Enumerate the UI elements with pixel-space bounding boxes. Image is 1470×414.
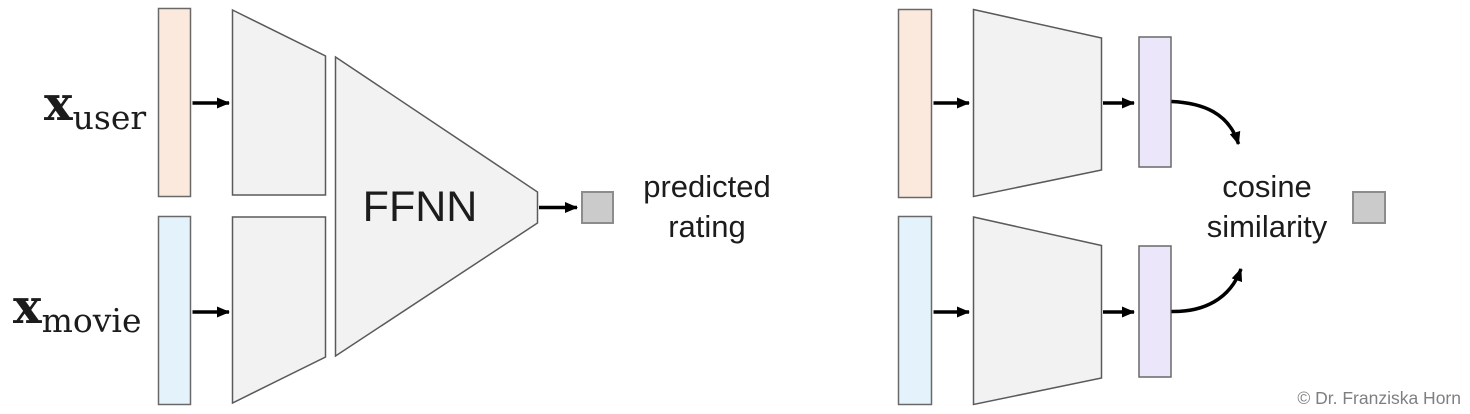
ffnn-label: FFNN	[363, 183, 478, 231]
user-encoder-trapezoid	[972, 8, 1103, 198]
cosine-similarity-diagram: cosine similarity	[897, 8, 1386, 406]
movie-embedding-vector	[1138, 245, 1172, 378]
curved-arrow-down-icon	[1171, 99, 1241, 145]
movie-encoder-trapezoid	[231, 216, 327, 405]
label-subscript: user	[73, 98, 147, 137]
similarity-output-square	[1352, 191, 1386, 224]
label-base: x	[44, 76, 73, 132]
predicted-rating-output-square	[581, 191, 614, 224]
movie-input-label: xmovie	[13, 279, 142, 340]
movie-feature-vector	[157, 215, 192, 406]
curved-arrow-up-icon	[1171, 268, 1243, 314]
user-input-label: xuser	[44, 76, 146, 137]
copyright-text: © Dr. Franziska Horn	[1297, 388, 1461, 408]
label-base: x	[13, 279, 42, 335]
user-embedding-vector	[1138, 36, 1172, 168]
predicted-rating-label-line2: rating	[668, 209, 746, 244]
ffnn-network-shape	[334, 55, 539, 358]
ffnn-rating-diagram: xuser xmovie FFNN predicted rating	[13, 7, 771, 406]
predicted-rating-label-line1: predicted	[643, 169, 771, 204]
user-feature-vector	[157, 7, 192, 198]
cosine-similarity-label-line2: similarity	[1207, 209, 1328, 244]
movie-encoder-trapezoid	[972, 216, 1103, 406]
movie-feature-vector	[897, 215, 933, 406]
cosine-similarity-label-line1: cosine	[1222, 169, 1312, 204]
user-encoder-trapezoid	[231, 8, 327, 196]
label-subscript: movie	[42, 301, 142, 340]
user-feature-vector	[897, 8, 933, 199]
